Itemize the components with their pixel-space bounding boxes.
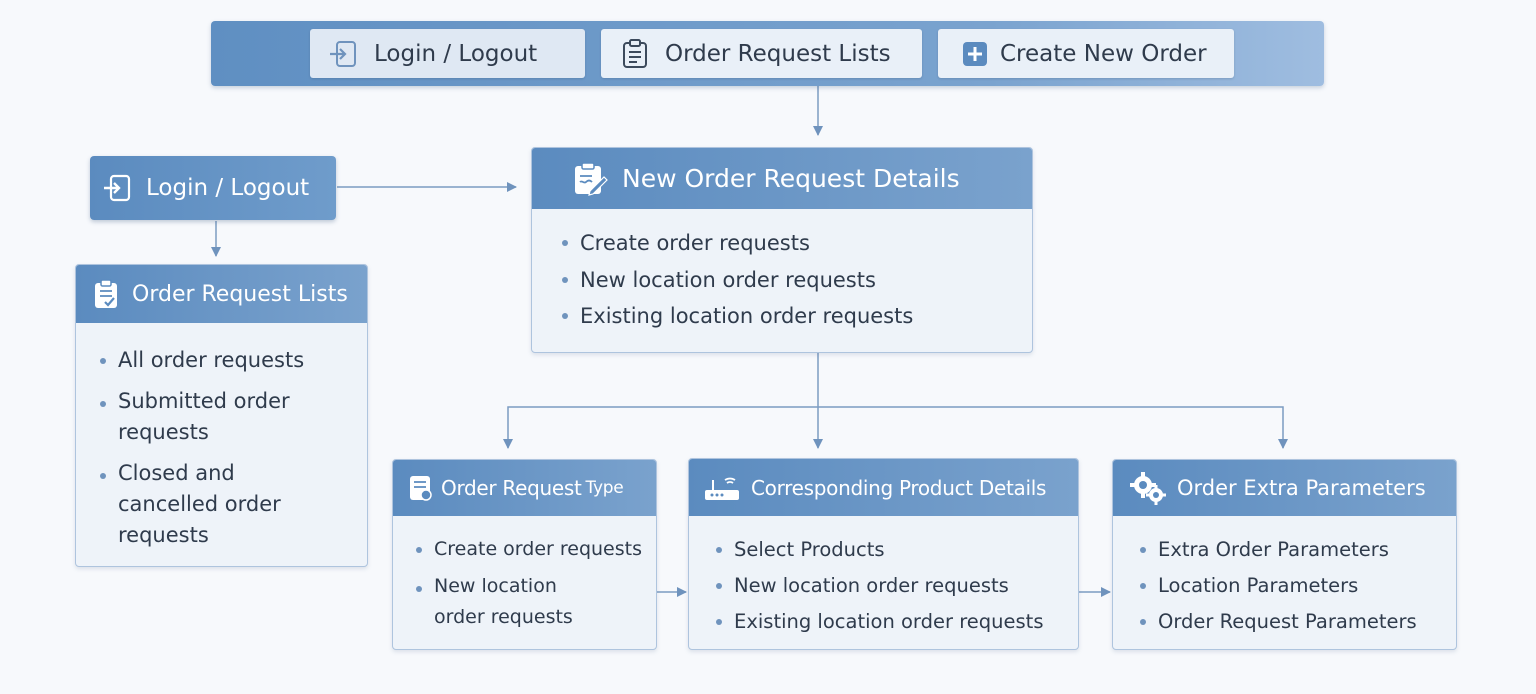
list-item: Location Parameters (1140, 568, 1456, 604)
card-title: Order Extra Parameters (1177, 476, 1426, 500)
type-list: Create order requests New location order… (393, 516, 656, 633)
list-item: Submitted order requests (100, 386, 313, 448)
card-title: Order Request Lists (132, 281, 348, 307)
lists-list: All order requests Submitted order reque… (76, 323, 367, 551)
login-logout-box[interactable]: Login / Logout (90, 156, 336, 220)
product-list: Select Products New location order reque… (689, 516, 1078, 640)
clipboard-list-icon (619, 38, 651, 70)
card-title: Order Request (441, 476, 582, 500)
card-header: Order Request Type (393, 460, 656, 516)
card-title: New Order Request Details (622, 164, 960, 193)
branch-right (818, 406, 1288, 449)
edit-clipboard-icon (570, 159, 610, 199)
plus-square-icon (962, 41, 988, 67)
nav-create-label: Create New Order (1000, 40, 1207, 67)
list-item: New location order requests (416, 571, 594, 633)
list-item: Select Products (716, 532, 1078, 568)
nav-login-logout-button[interactable]: Login / Logout (310, 29, 585, 78)
order-request-type-card: Order Request Type Create order requests… (392, 459, 657, 650)
card-header: Corresponding Product Details (689, 459, 1078, 516)
list-item: New location order requests (716, 568, 1078, 604)
list-item: Create order requests (416, 534, 656, 565)
list-item: Create order requests (562, 225, 1032, 262)
top-nav-bar: Login / Logout Order Request Lists Creat… (211, 21, 1324, 86)
nav-order-request-lists-button[interactable]: Order Request Lists (601, 29, 922, 78)
list-item: Existing location order requests (562, 298, 1032, 335)
card-title-suffix: Type (585, 478, 624, 498)
details-list: Create order requests New location order… (532, 209, 1032, 335)
router-icon (703, 473, 741, 503)
card-header: Order Request Lists (76, 265, 367, 323)
extra-list: Extra Order Parameters Location Paramete… (1113, 516, 1456, 640)
list-item: Closed and cancelled order requests (100, 458, 303, 551)
new-order-request-details-card: New Order Request Details Create order r… (531, 147, 1033, 353)
checklist-icon (90, 278, 122, 310)
branch-left (503, 406, 818, 449)
list-item: All order requests (100, 345, 367, 376)
list-item: Order Request Parameters (1140, 604, 1456, 640)
card-title: Corresponding Product Details (751, 475, 1047, 500)
nav-create-new-order-button[interactable]: Create New Order (938, 29, 1234, 78)
card-header: New Order Request Details (532, 148, 1032, 209)
login-icon (102, 172, 134, 204)
login-box-label: Login / Logout (146, 175, 310, 201)
nav-lists-label: Order Request Lists (665, 40, 891, 67)
nav-login-label: Login / Logout (374, 40, 538, 67)
gears-icon (1129, 470, 1167, 506)
list-item: New location order requests (562, 262, 1032, 299)
list-item: Extra Order Parameters (1140, 532, 1456, 568)
list-item: Existing location order requests (716, 604, 1078, 640)
order-request-lists-card: Order Request Lists All order requests S… (75, 264, 368, 567)
order-extra-parameters-card: Order Extra Parameters Extra Order Param… (1112, 459, 1457, 650)
card-header: Order Extra Parameters (1113, 460, 1456, 516)
form-icon (407, 474, 435, 502)
corresponding-product-details-card: Corresponding Product Details Select Pro… (688, 458, 1079, 650)
login-icon (328, 38, 360, 70)
